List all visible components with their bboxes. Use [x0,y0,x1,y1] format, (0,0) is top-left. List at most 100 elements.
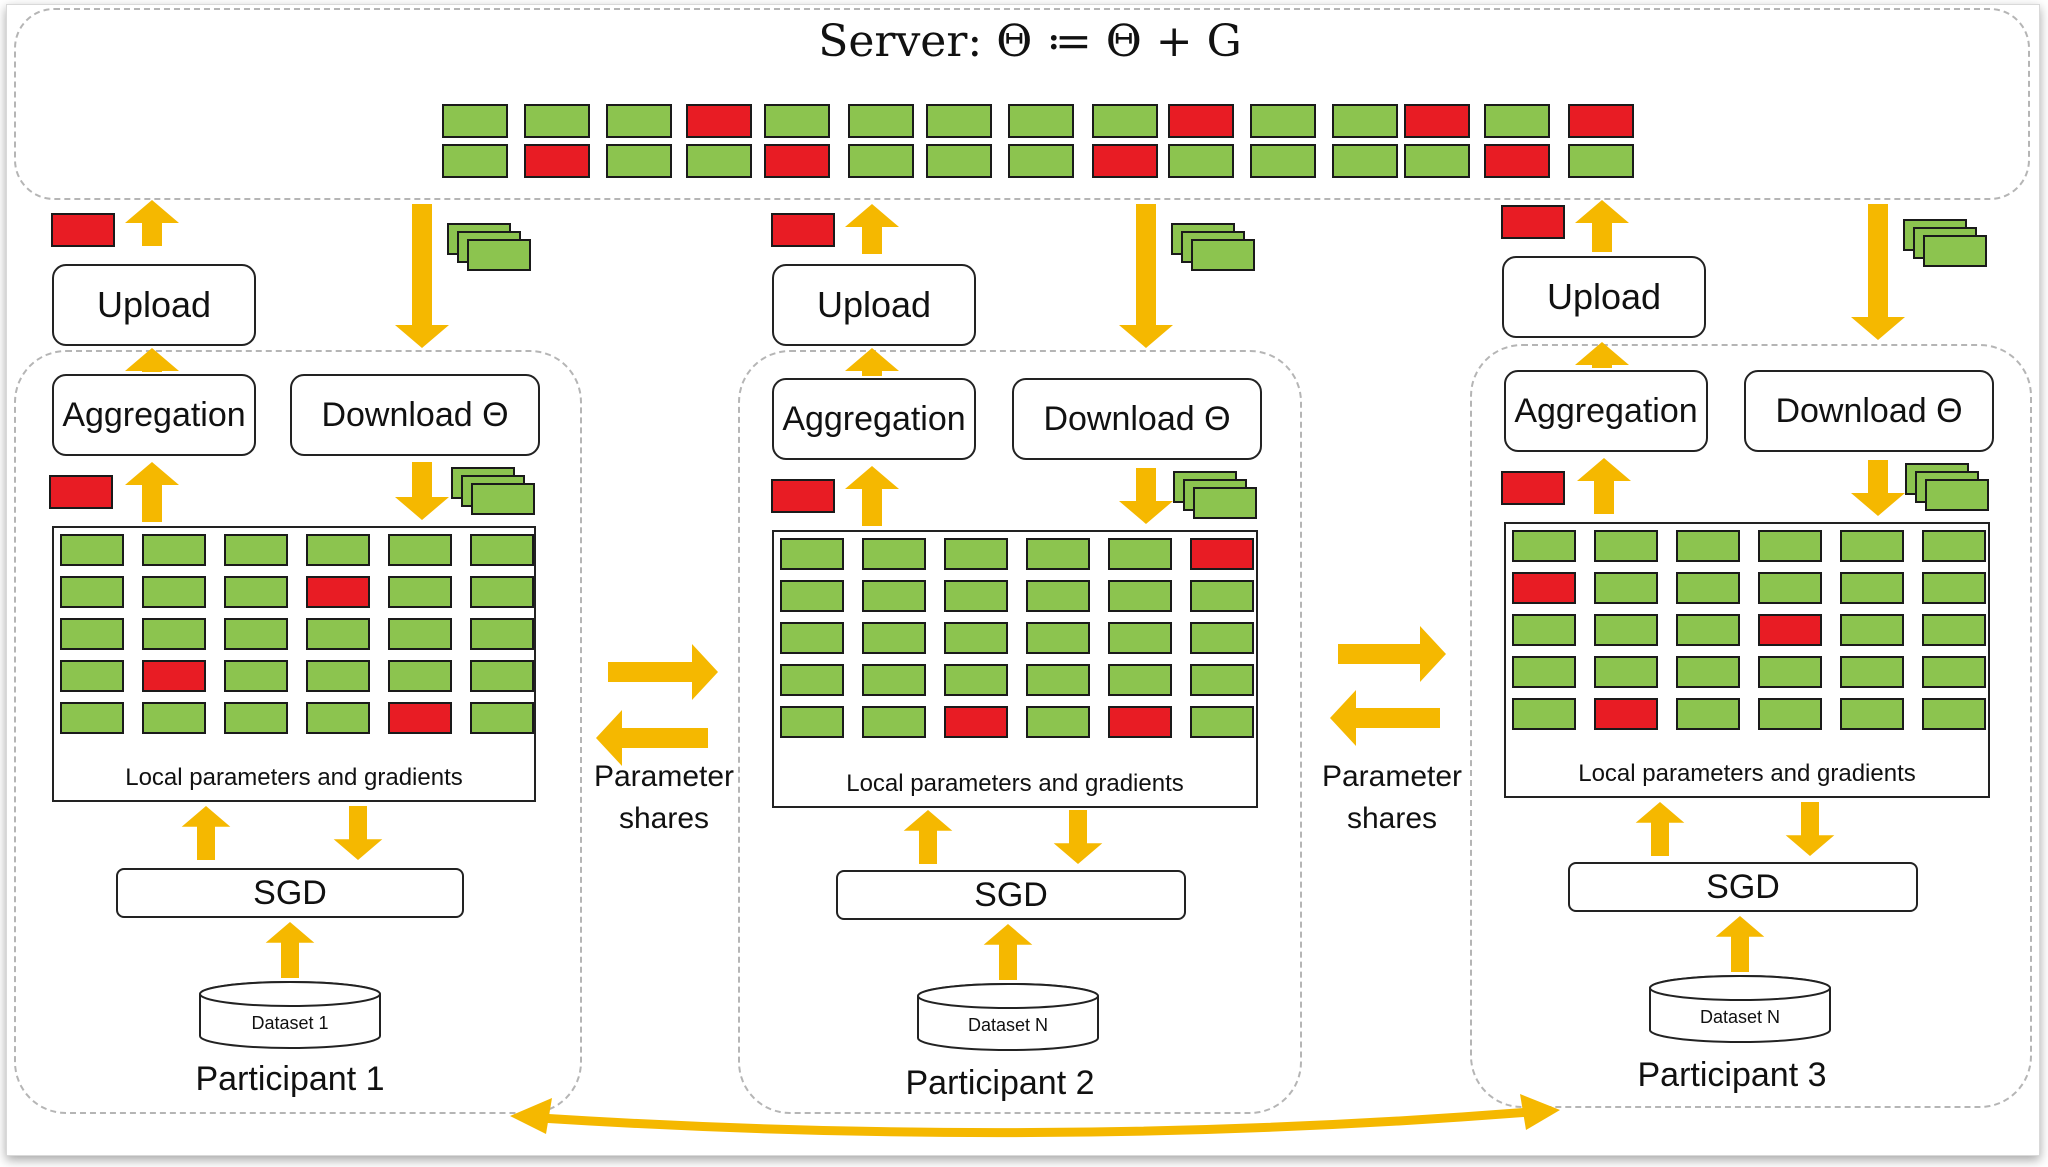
local-parameter-cell [1594,656,1658,688]
download-to-grid-arrow [395,462,449,520]
participant-2-aggregation-box: Aggregation [772,378,976,460]
local-parameter-cell [1108,622,1172,654]
local-parameter-cell [1512,530,1576,562]
upload-gradient-token [771,213,835,247]
server-parameter-cell [524,144,590,178]
grid-to-sgd-arrow [333,806,383,860]
participant-2-dataset-label: Dataset N [968,1015,1048,1035]
local-parameter-cell [1676,698,1740,730]
local-parameter-cell [1190,706,1254,738]
grid-to-aggregation-arrow [845,466,899,526]
upload-to-server-arrow [125,200,179,246]
participant-1-upload-box: Upload [52,264,256,346]
participant-2-region [738,350,1302,1114]
participant-1-download-box: Download Θ [290,374,540,456]
local-parameter-cell [1190,622,1254,654]
server-parameter-cell [926,104,992,138]
server-title: Server: Θ ≔ Θ + G [818,16,1242,67]
aggregated-gradient-token [771,479,835,513]
downloaded-parameters-token [1923,235,1987,267]
upload-gradient-token [1501,205,1565,239]
server-parameter-cell [1008,104,1074,138]
local-parameter-cell [1758,614,1822,646]
download-to-grid-arrow [1119,468,1173,524]
participant-2-local-grid-panel: Local parameters and gradients [772,530,1258,808]
bottom-share-arc [539,1107,1531,1138]
local-parameter-cell [1594,572,1658,604]
local-parameter-cell [1676,530,1740,562]
local-parameter-cell [1758,572,1822,604]
local-parameter-cell [1512,614,1576,646]
local-parameter-cell [1594,698,1658,730]
local-parameter-cell [470,660,534,692]
local-parameter-cell [1922,614,1986,646]
participant-1-region [14,350,582,1114]
aggregation-to-upload-arrow [845,348,899,376]
participant-1-dataset-top [199,981,381,1007]
grid-to-aggregation-arrow [125,462,179,522]
local-parameter-cell [780,538,844,570]
local-parameter-cell [1026,706,1090,738]
sgd-to-grid-arrow [1635,802,1685,856]
local-parameter-cell [1840,572,1904,604]
local-parameter-cell [142,534,206,566]
aggregation-to-upload-arrow [1575,342,1629,368]
server-parameter-cell [926,144,992,178]
dataset-to-sgd-arrow [265,922,315,978]
local-parameter-cell [944,580,1008,612]
local-parameter-cell [780,622,844,654]
server-to-participant-arrow [395,204,449,348]
local-parameter-cell [1190,580,1254,612]
participant-3-region [1470,344,2032,1108]
server-parameter-cell [1332,104,1398,138]
downloaded-parameters-token [467,239,531,271]
local-parameter-cell [224,702,288,734]
local-parameter-cell [224,660,288,692]
local-parameter-cell [944,706,1008,738]
local-parameter-cell [388,702,452,734]
server-parameter-cell [1092,104,1158,138]
server-parameter-cell [442,104,508,138]
local-parameter-cell [780,706,844,738]
grid-to-aggregation-arrow [1577,458,1631,514]
participant-3-dataset-top [1649,975,1831,1001]
bottom-share-arrowhead-right [1520,1094,1560,1130]
download-to-grid-arrow [1851,460,1905,516]
local-parameter-cell [1840,698,1904,730]
local-parameter-cell [142,618,206,650]
sgd-to-grid-arrow [903,810,953,864]
local-parameter-cell [470,576,534,608]
local-parameter-cell [470,534,534,566]
server-parameter-cell [1168,144,1234,178]
server-parameter-cell [1568,104,1634,138]
server-parameter-cell [1250,104,1316,138]
parameter-share-arrow-right [608,644,718,700]
aggregated-gradient-token [49,475,113,509]
participant-2-sgd-box: SGD [836,870,1186,920]
local-parameter-cell [1108,580,1172,612]
downloaded-parameters-token [471,483,535,515]
participant-1-grid-caption: Local parameters and gradients [125,764,463,791]
local-parameter-cell [780,664,844,696]
server-parameter-cell [606,104,672,138]
local-parameter-cell [1676,614,1740,646]
server-parameter-cell [848,104,914,138]
local-parameter-cell [470,702,534,734]
local-parameter-cell [1758,656,1822,688]
local-parameter-cell [1512,656,1576,688]
participant-3-name: Participant 3 [1637,1056,1827,1094]
participant-2-name: Participant 2 [905,1064,1095,1102]
local-parameter-cell [1840,530,1904,562]
local-parameter-cell [1026,538,1090,570]
local-parameter-cell [862,580,926,612]
local-parameter-cell [1108,664,1172,696]
participant-3-dataset-label: Dataset N [1700,1007,1780,1027]
aggregation-to-upload-arrow [125,348,179,372]
grid-to-sgd-arrow [1053,810,1103,864]
local-parameter-cell [60,618,124,650]
local-parameter-cell [1512,698,1576,730]
local-parameter-cell [1594,530,1658,562]
upload-to-server-arrow [845,204,899,254]
local-parameter-cell [1922,656,1986,688]
